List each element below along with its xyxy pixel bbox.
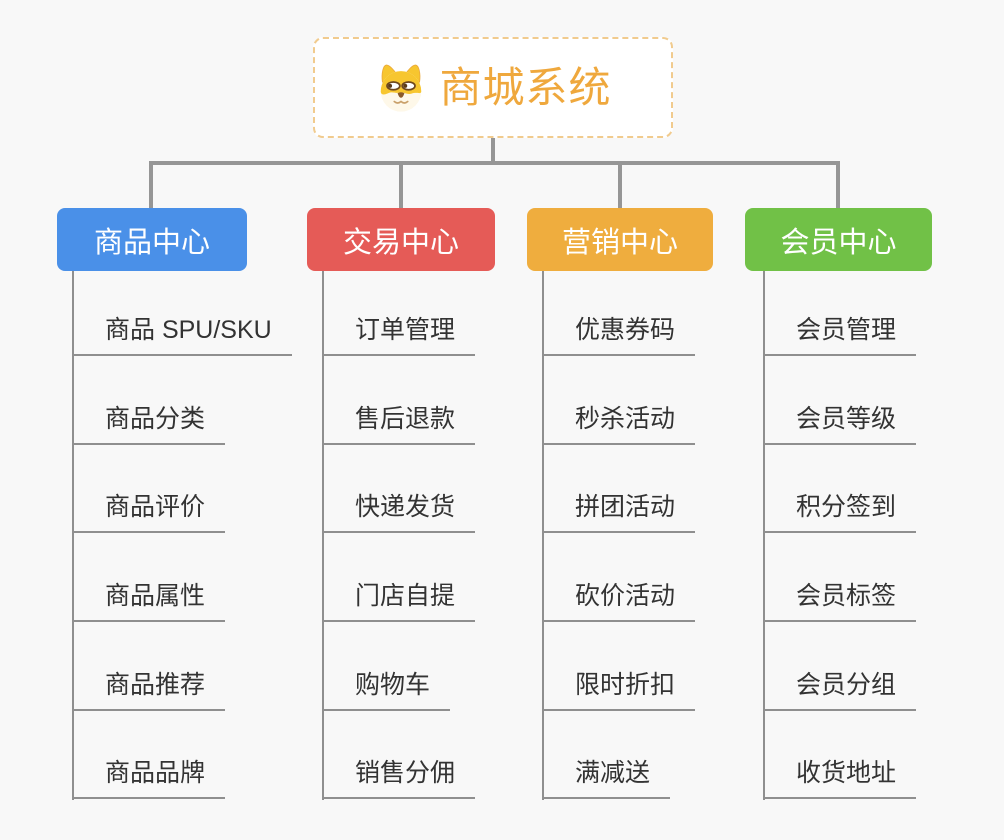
branch-item[interactable]: 商品推荐: [72, 668, 226, 711]
connector-root-drop: [491, 138, 495, 165]
branch-item[interactable]: 会员管理: [763, 313, 917, 356]
root-node[interactable]: 商城系统: [313, 37, 673, 138]
branch-node-label: 商品中心: [93, 226, 210, 259]
branch-column-line: [322, 271, 324, 800]
dog-face-icon: [374, 60, 428, 116]
branch-item[interactable]: 积分签到: [763, 490, 917, 533]
branch-item[interactable]: 秒杀活动: [542, 402, 696, 445]
branch-column-line: [542, 271, 544, 800]
branch-item[interactable]: 订单管理: [322, 313, 476, 356]
branch-node[interactable]: 会员中心: [745, 208, 932, 271]
branch-node-label: 会员中心: [780, 226, 897, 259]
branch-node[interactable]: 营销中心: [527, 208, 713, 271]
branch-item[interactable]: 销售分佣: [322, 756, 476, 799]
branch-item[interactable]: 会员等级: [763, 402, 917, 445]
connector-branch-drop: [618, 161, 622, 208]
branch-item[interactable]: 限时折扣: [542, 668, 696, 711]
branch-item[interactable]: 购物车: [322, 668, 451, 711]
branch-item[interactable]: 收货地址: [763, 756, 917, 799]
connector-rail: [149, 161, 840, 165]
branch-item[interactable]: 门店自提: [322, 579, 476, 622]
branch-node-label: 营销中心: [561, 226, 678, 259]
connector-branch-drop: [836, 161, 840, 208]
branch-item[interactable]: 商品 SPU/SKU: [72, 313, 292, 356]
branch-node[interactable]: 交易中心: [307, 208, 495, 271]
connector-branch-drop: [149, 161, 153, 208]
branch-item[interactable]: 拼团活动: [542, 490, 696, 533]
branch-item[interactable]: 商品品牌: [72, 756, 226, 799]
branch-node[interactable]: 商品中心: [57, 208, 247, 271]
branch-item[interactable]: 售后退款: [322, 402, 476, 445]
branch-item[interactable]: 商品分类: [72, 402, 226, 445]
branch-item[interactable]: 会员分组: [763, 668, 917, 711]
branch-item[interactable]: 优惠券码: [542, 313, 696, 356]
root-title: 商城系统: [439, 63, 612, 111]
branch-item[interactable]: 满减送: [542, 756, 671, 799]
branch-column-line: [72, 271, 74, 800]
branch-column-line: [763, 271, 765, 800]
branch-item[interactable]: 会员标签: [763, 579, 917, 622]
branch-item[interactable]: 商品评价: [72, 490, 226, 533]
branch-item[interactable]: 商品属性: [72, 579, 226, 622]
branch-item[interactable]: 砍价活动: [542, 579, 696, 622]
connector-branch-drop: [399, 161, 403, 208]
branch-item[interactable]: 快递发货: [322, 490, 476, 533]
branch-node-label: 交易中心: [342, 226, 459, 259]
